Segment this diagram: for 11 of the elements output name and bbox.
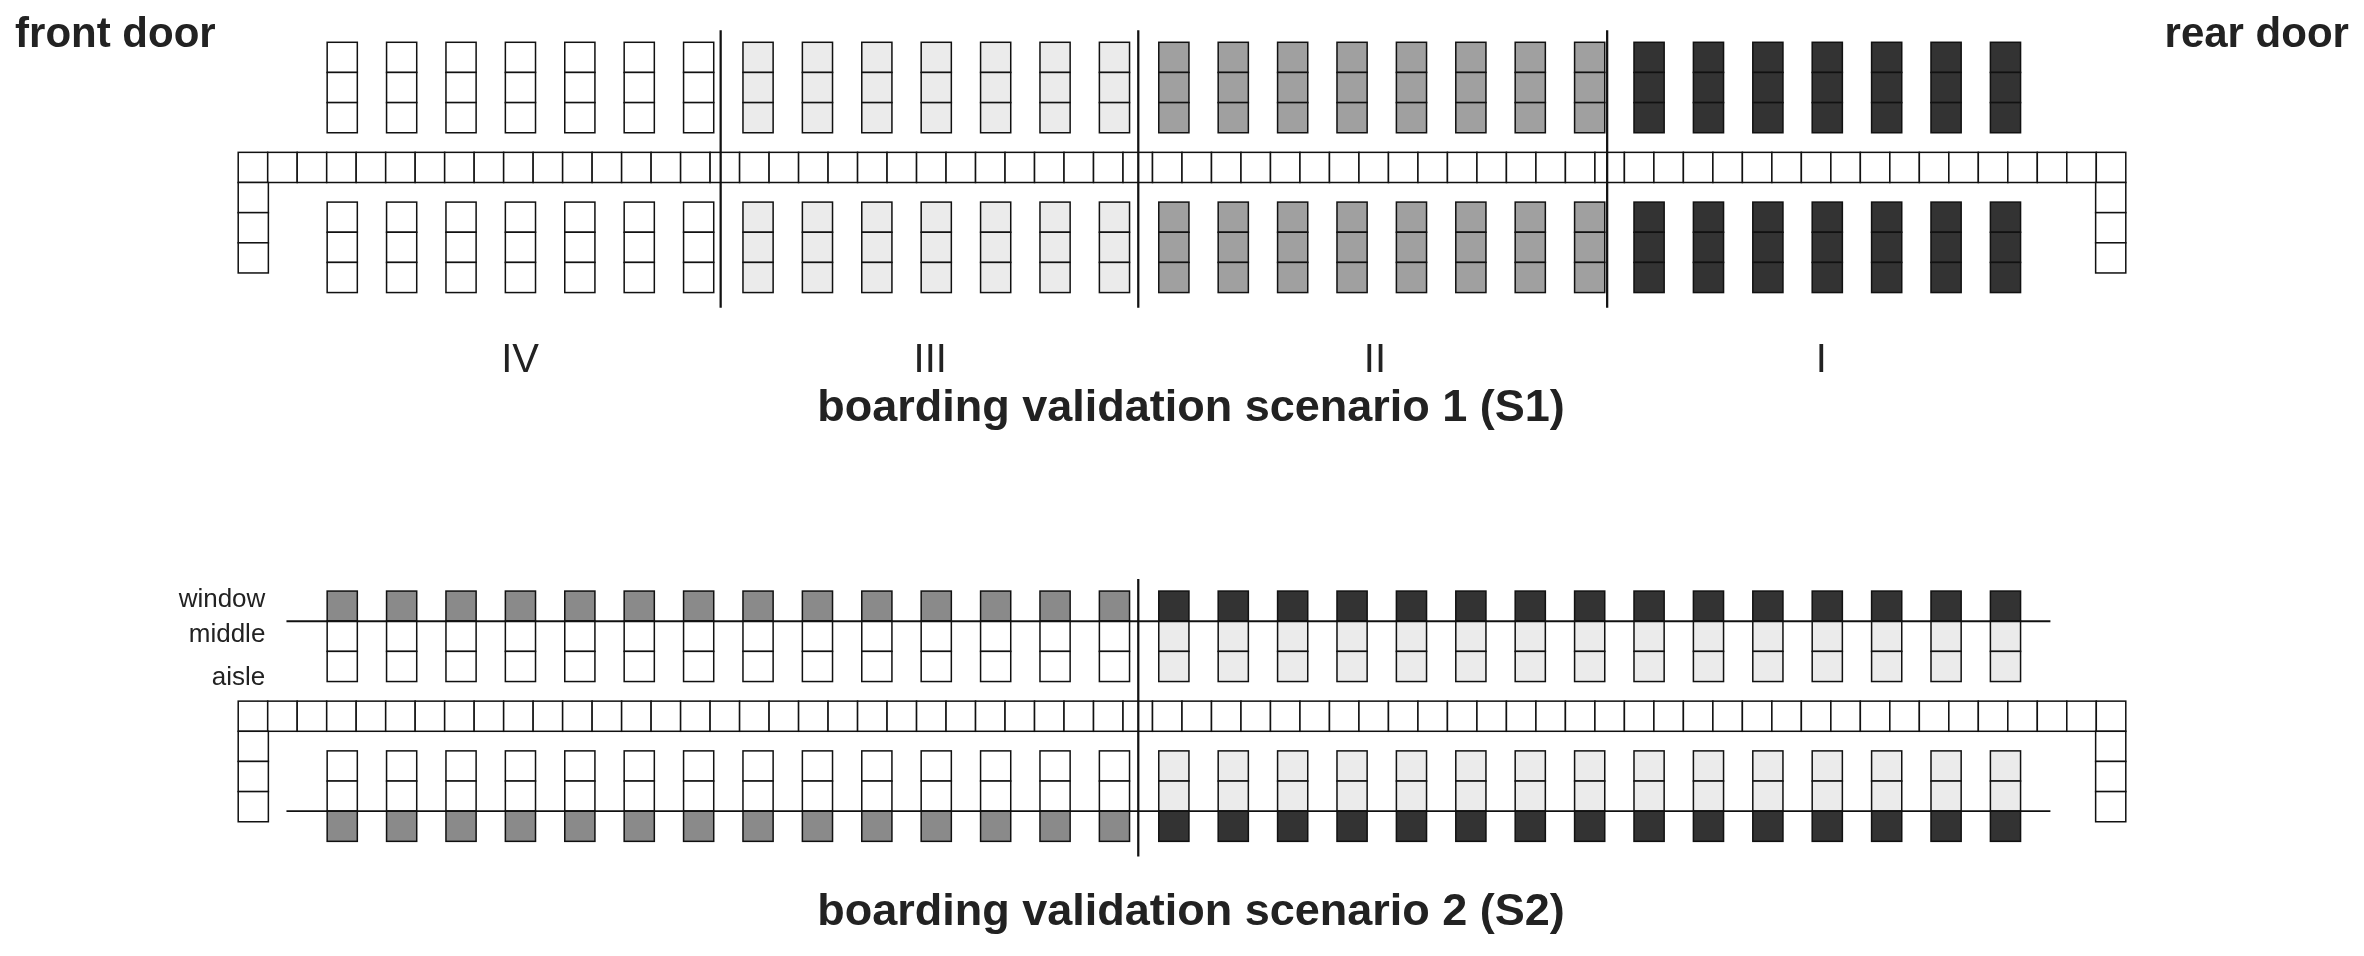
scenario-caption: boarding validation scenario 2 (S2): [817, 886, 1565, 932]
seat-row-label: aisle: [211, 663, 266, 690]
zone-label: IV: [501, 337, 539, 378]
zone-label: II: [1363, 337, 1387, 378]
seat-row-label: window: [178, 584, 266, 611]
door-label: rear door: [2164, 12, 2349, 55]
scenario-caption: boarding validation scenario 1 (S1): [817, 382, 1565, 428]
seat-row-label: middle: [188, 619, 266, 646]
zone-label: I: [1815, 337, 1827, 378]
door-label: front door: [15, 12, 216, 55]
zone-label: III: [913, 337, 947, 378]
